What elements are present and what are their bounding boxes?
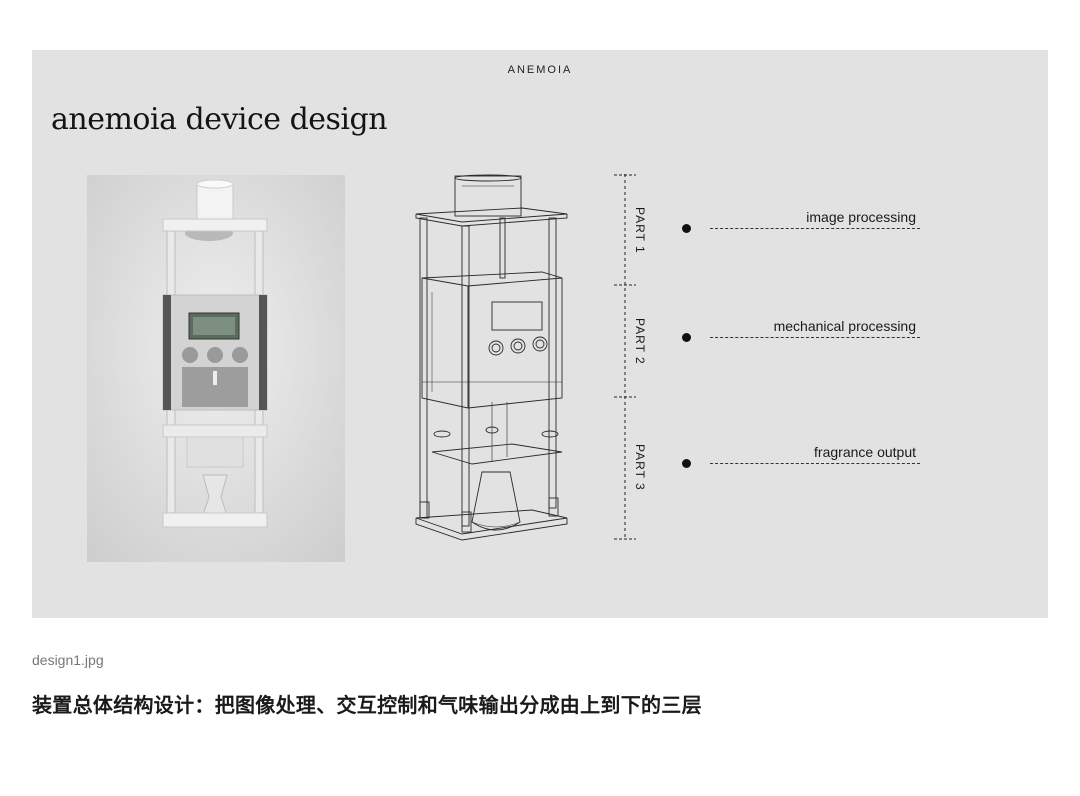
callout-fragrance-output: fragrance output xyxy=(680,444,920,468)
callout-label: image processing xyxy=(806,209,916,225)
callout-label: mechanical processing xyxy=(773,318,916,334)
callout-leader-line xyxy=(710,463,920,464)
part-3-label: PART 3 xyxy=(633,444,647,491)
callout-dot xyxy=(682,333,691,342)
callout-image-processing: image processing xyxy=(680,209,920,233)
image-caption: 装置总体结构设计：把图像处理、交互控制和气味输出分成由上到下的三层 xyxy=(32,693,702,717)
callout-label: fragrance output xyxy=(814,444,916,460)
part-2-label: PART 2 xyxy=(633,318,647,365)
part-1-label: PART 1 xyxy=(633,207,647,254)
image-filename: design1.jpg xyxy=(32,652,104,668)
slide-title: anemoia device design xyxy=(51,102,388,137)
device-photo xyxy=(87,175,345,562)
parts-scale xyxy=(610,172,640,544)
callout-leader-line xyxy=(710,228,920,229)
device-wireframe-drawing xyxy=(412,172,572,564)
slide-image: ANEMOIA anemoia device design xyxy=(32,50,1048,618)
callout-mechanical-processing: mechanical processing xyxy=(680,318,920,342)
callout-dot xyxy=(682,224,691,233)
callout-leader-line xyxy=(710,337,920,338)
brand-name: ANEMOIA xyxy=(507,64,573,76)
callout-dot xyxy=(682,459,691,468)
